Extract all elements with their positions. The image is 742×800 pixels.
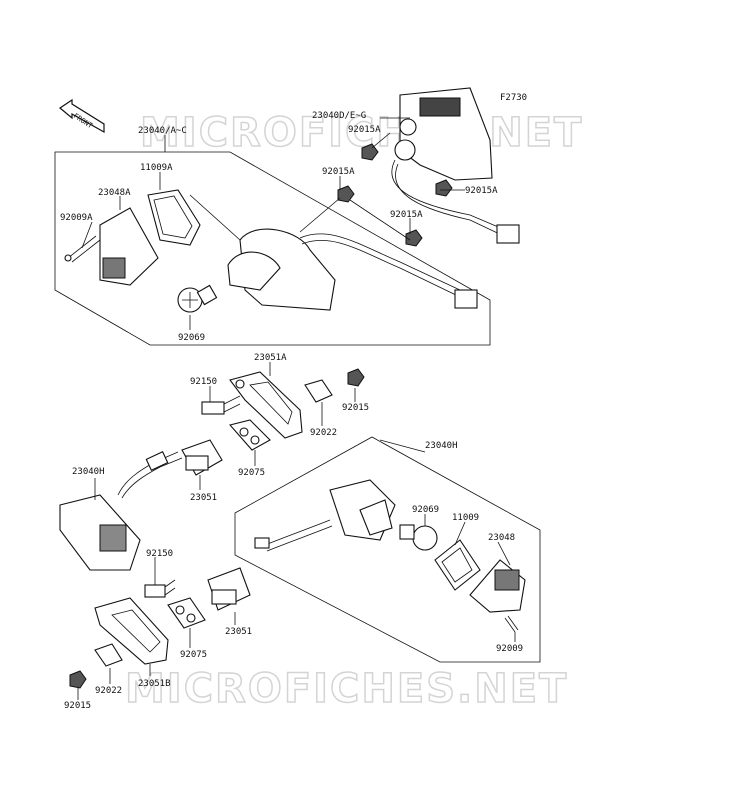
bulb-92069-upper [177,284,218,313]
spacer-92075-lower [167,597,206,629]
front-arrow-icon: FRONT [58,98,105,134]
label-92150-lower: 92150 [146,549,173,559]
nut-92015A-4 [435,179,453,197]
label-23040A: 23040/A~C [138,126,187,136]
label-92022-upper: 92022 [310,428,337,438]
label-92015-upper: 92015 [342,403,369,413]
lens-23048 [469,559,526,613]
gasket-11009A [147,189,201,246]
label-92009: 92009 [496,644,523,654]
label-11009A: 11009A [140,163,173,173]
label-23051A: 23051A [254,353,287,363]
nut-92015A-3 [361,143,379,161]
turn-signal-23040H-right [254,479,396,552]
label-92015-lower: 92015 [64,701,91,711]
leader-lines [77,117,516,700]
label-23048: 23048 [488,533,515,543]
upper-group-frame [54,151,491,346]
label-23040H-right: 23040H [425,441,458,451]
collar-23051-lower [207,567,251,611]
label-23040D: 23040D/E~G [312,111,366,121]
collar-23051-upper [181,439,223,476]
bolt-92150-upper [201,395,241,415]
label-92015A-2: 92015A [390,210,423,220]
label-92075-upper: 92075 [238,468,265,478]
label-23040H-left: 23040H [72,467,105,477]
nut-92015-upper [347,368,365,387]
nut-92015-lower [69,670,87,689]
front-turn-signal-assembly [189,194,478,311]
screw-92009 [504,615,519,633]
washer-92022-lower [94,643,123,667]
nut-92015A-2 [405,229,423,247]
label-92150-upper: 92150 [190,377,217,387]
washer-92022-upper [304,379,333,403]
label-92015A-3: 92015A [348,125,381,135]
watermark-top: MICROFICHES.NET [140,110,583,156]
watermark-bottom: MICROFICHES.NET [125,666,568,712]
label-92075-lower: 92075 [180,650,207,660]
lens-23048A [99,207,159,286]
lower-group-frame [234,436,541,663]
bolt-92150-lower [144,579,176,598]
label-92009A: 92009A [60,213,93,223]
gasket-11009 [434,539,481,591]
spacer-92075-upper [228,419,271,451]
label-92015A-4: 92015A [465,186,498,196]
label-11009: 11009 [452,513,479,523]
label-23051B: 23051B [138,679,171,689]
bracket-23051A [229,371,303,439]
nut-92015A-1 [337,185,355,203]
label-23048A: 23048A [98,188,131,198]
diagram-code: F2730 [500,93,527,103]
label-23051-upper: 23051 [190,493,217,503]
label-92015A-1: 92015A [322,167,355,177]
label-92069-lower: 92069 [412,505,439,515]
label-92069-upper: 92069 [178,333,205,343]
screw-92009A [64,235,101,263]
bracket-23051B [94,597,169,665]
bulb-92069-lower [399,524,438,551]
label-23051-lower: 23051 [225,627,252,637]
rear-turn-signal-housing [391,87,520,244]
turn-signal-23040H-left [59,451,183,571]
label-92022-lower: 92022 [95,686,122,696]
